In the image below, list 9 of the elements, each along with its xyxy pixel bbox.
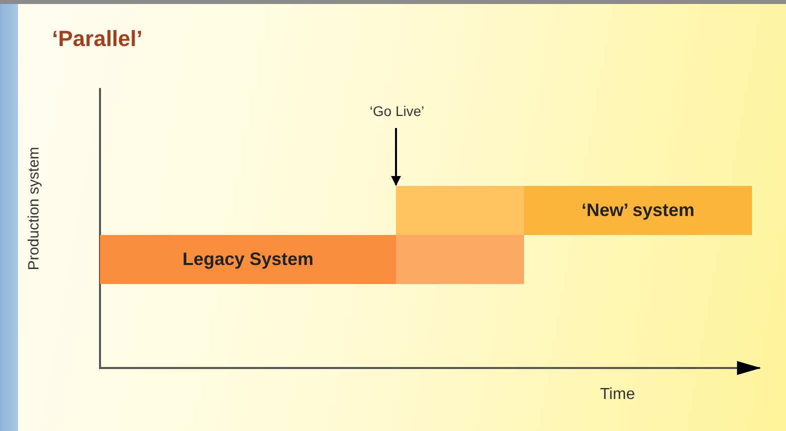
milestone-label: ‘Go Live’ xyxy=(370,103,424,119)
title: ‘Parallel’ xyxy=(52,26,143,52)
timeline-bar xyxy=(396,186,752,235)
bar-label: Legacy System xyxy=(182,249,314,270)
bar-label: ‘New’ system xyxy=(581,200,695,221)
axis-label: Time xyxy=(600,386,635,404)
axis-label: Production system xyxy=(26,146,42,272)
timeline-bar xyxy=(100,235,524,284)
arrow xyxy=(391,128,401,186)
